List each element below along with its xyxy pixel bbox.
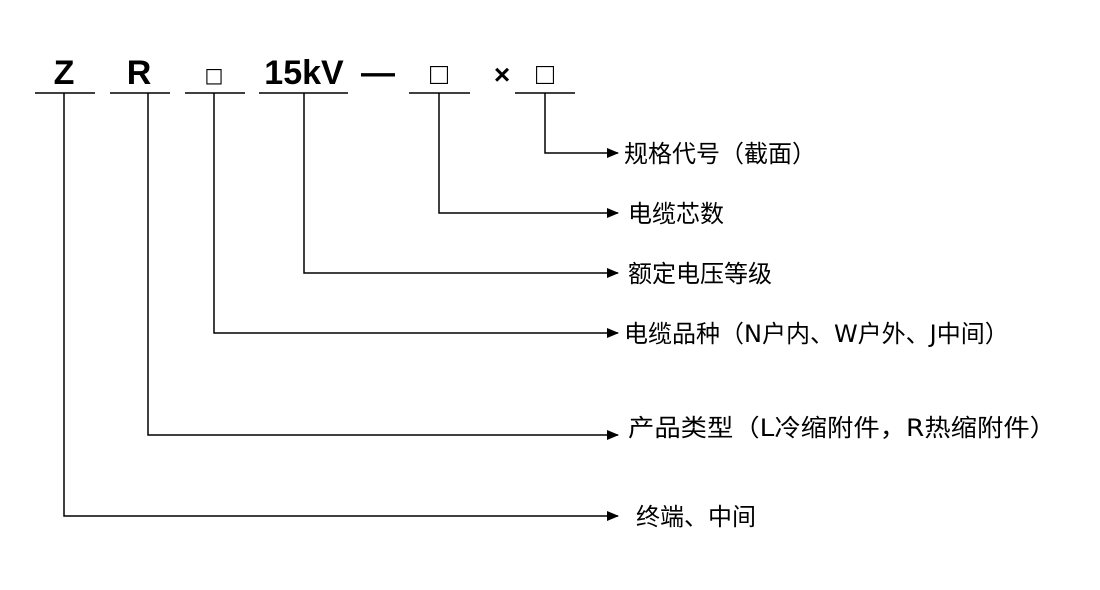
label-product-type: 产品类型（L冷缩附件，R热缩附件） [628, 414, 1056, 442]
connector-cores [438, 93, 619, 218]
connector-voltage [303, 93, 619, 278]
label-rated-voltage: 额定电压等级 [628, 260, 772, 288]
code-segment-times: × [494, 59, 510, 90]
label-cable-type: 电缆品种（N户内、W户外、J中间） [624, 320, 1009, 348]
code-segment-voltage: 15kV [264, 54, 344, 92]
label-section-code: 规格代号（截面） [624, 140, 816, 168]
code-segment-section-box: □ [536, 58, 555, 91]
connector-product-type [147, 93, 619, 440]
code-segment-r: R [127, 54, 152, 92]
code-segment-product-box: □ [205, 63, 224, 87]
connector-cable-type [213, 93, 619, 338]
code-segment-dash: — [361, 54, 395, 92]
connector-terminal [63, 93, 619, 521]
label-terminal-middle: 终端、中间 [636, 503, 756, 531]
connector-section [544, 93, 619, 158]
code-segment-cores-box: □ [430, 58, 449, 91]
code-segment-z: Z [54, 54, 75, 92]
label-cable-cores: 电缆芯数 [628, 200, 724, 228]
